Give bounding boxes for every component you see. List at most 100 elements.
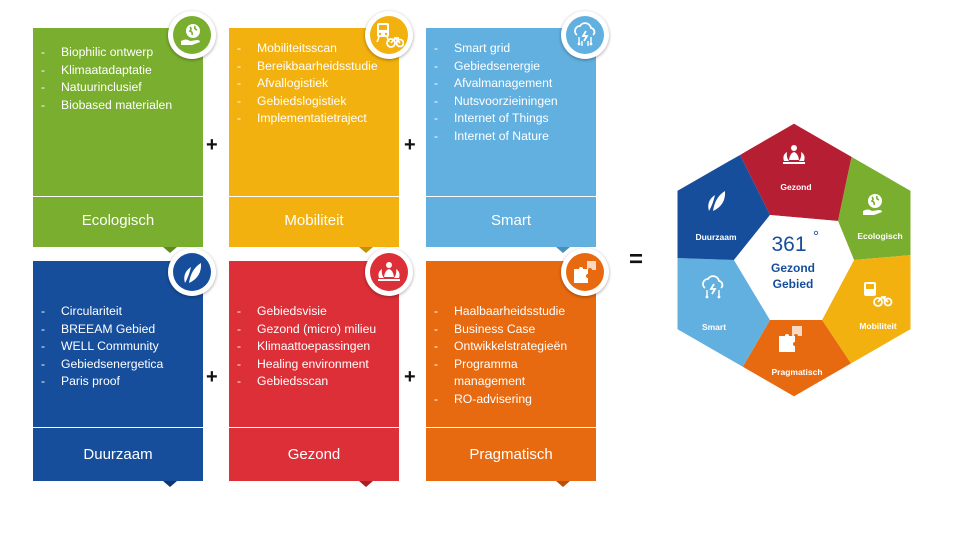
pointer-arrow [556, 481, 570, 487]
list-item: Afvalmanagement [434, 75, 592, 93]
plus-operator: + [404, 134, 416, 156]
plus-operator: + [206, 366, 218, 388]
divider [33, 196, 203, 197]
globe-hand-icon [863, 194, 882, 215]
list-item: Haalbaarheidsstudie [434, 303, 592, 321]
pragmatisch-badge [561, 248, 609, 296]
card-footer: Duurzaam [33, 428, 203, 481]
list-item: Circulariteit [41, 303, 199, 321]
hex-sector-gezond [740, 122, 852, 221]
ecologisch-badge [168, 11, 216, 59]
item-list: Haalbaarheidsstudie Business Case Ontwik… [434, 303, 592, 408]
cloud-circuit-icon [702, 275, 724, 299]
hex-sector-mobiliteit [822, 255, 912, 365]
card-title: Ecologisch [81, 212, 155, 229]
list-item: Gebiedsenergetica [41, 356, 199, 374]
hex-label-gezond: Gezond [780, 182, 811, 192]
hex-sector-duurzaam [676, 155, 770, 260]
list-item: Nutsvoorzieiningen [434, 93, 592, 111]
list-item: Business Case [434, 321, 592, 339]
list-item: Smart grid [434, 40, 592, 58]
leaf-icon [708, 191, 726, 211]
list-item: Gebiedslogistiek [237, 93, 395, 111]
card-footer: Pragmatisch [426, 428, 596, 481]
plus-operator: + [206, 134, 218, 156]
hexagon-graphic: Gezond Ecologisch Mobiliteit Pragmatisch… [674, 120, 914, 400]
globe-hand-icon [173, 16, 211, 54]
list-item: Gebiedsenergie [434, 58, 592, 76]
item-list: Gebiedsvisie Gezond (micro) milieu Klima… [237, 303, 395, 391]
pointer-arrow [163, 481, 177, 487]
list-item: Mobiliteitsscan [237, 40, 395, 58]
duurzaam-badge [168, 248, 216, 296]
mobiliteit-badge [365, 11, 413, 59]
gezond-badge [365, 248, 413, 296]
hex-label-duurzaam: Duurzaam [695, 232, 737, 242]
card-gezond: Gebiedsvisie Gezond (micro) milieu Klima… [229, 261, 399, 491]
center-line2: Gebied [773, 277, 814, 291]
puzzle-icon [566, 253, 604, 291]
card-ecologisch: Biophilic ontwerp Klimaatadaptatie Natuu… [33, 28, 203, 253]
list-item: Afvallogistiek [237, 75, 395, 93]
card-body: Mobiliteitsscan Bereikbaarheidsstudie Af… [229, 28, 399, 196]
item-list: Mobiliteitsscan Bereikbaarheidsstudie Af… [237, 40, 395, 128]
card-smart: Smart grid Gebiedsenergie Afvalmanagemen… [426, 28, 596, 253]
gezond-gebied-hexagon: Gezond Ecologisch Mobiliteit Pragmatisch… [672, 120, 916, 400]
pointer-arrow [359, 481, 373, 487]
lotus-meditation-icon [370, 253, 408, 291]
card-title: Duurzaam [83, 446, 153, 463]
list-item: Paris proof [41, 373, 199, 391]
card-footer: Gezond [229, 428, 399, 481]
hex-label-smart: Smart [702, 322, 726, 332]
list-item: BREEAM Gebied [41, 321, 199, 339]
divider [426, 427, 596, 428]
pointer-arrow [359, 247, 373, 253]
divider [229, 427, 399, 428]
pointer-arrow [163, 247, 177, 253]
train-bicycle-icon [864, 282, 893, 307]
hex-sector-pragmatisch [742, 320, 852, 398]
card-footer: Smart [426, 197, 596, 247]
divider [229, 196, 399, 197]
list-item: RO-advisering [434, 391, 592, 409]
list-item: Bereikbaarheidsstudie [237, 58, 395, 76]
pointer-arrow [556, 247, 570, 253]
smart-badge [561, 11, 609, 59]
list-item: Klimaattoepassingen [237, 338, 395, 356]
card-pragmatisch: Haalbaarheidsstudie Business Case Ontwik… [426, 261, 596, 491]
cloud-circuit-icon [566, 16, 604, 54]
hex-sector-smart [676, 258, 770, 368]
card-mobiliteit: Mobiliteitsscan Bereikbaarheidsstudie Af… [229, 28, 399, 253]
leaf-icon [173, 253, 211, 291]
plus-operator: + [404, 366, 416, 388]
list-item: Programma management [434, 356, 544, 391]
hex-label-mobiliteit: Mobiliteit [859, 321, 896, 331]
item-list: Smart grid Gebiedsenergie Afvalmanagemen… [434, 40, 592, 145]
train-bicycle-icon [370, 16, 408, 54]
list-item: WELL Community [41, 338, 199, 356]
card-title: Gezond [287, 446, 341, 463]
hex-label-ecologisch: Ecologisch [857, 231, 902, 241]
list-item: Healing environment [237, 356, 395, 374]
hex-label-pragmatisch: Pragmatisch [771, 367, 822, 377]
center-degree: ° [813, 228, 819, 245]
item-list: Circulariteit BREEAM Gebied WELL Communi… [41, 303, 199, 391]
list-item: Natuurinclusief [41, 79, 199, 97]
card-body: Gebiedsvisie Gezond (micro) milieu Klima… [229, 261, 399, 427]
list-item: Internet of Nature [434, 128, 592, 146]
divider [426, 196, 596, 197]
center-number: 361 [771, 233, 806, 256]
puzzle-icon [779, 326, 802, 352]
list-item: Ontwikkelstrategieën [434, 338, 592, 356]
list-item: Klimaatadaptatie [41, 62, 199, 80]
card-duurzaam: Circulariteit BREEAM Gebied WELL Communi… [33, 261, 203, 491]
card-body: Smart grid Gebiedsenergie Afvalmanagemen… [426, 28, 596, 196]
card-footer: Ecologisch [33, 197, 203, 247]
card-title: Mobiliteit [284, 212, 344, 229]
card-body: Biophilic ontwerp Klimaatadaptatie Natuu… [33, 28, 203, 196]
card-title: Pragmatisch [469, 446, 553, 463]
hex-center [734, 215, 854, 320]
list-item: Gebiedsvisie [237, 303, 395, 321]
list-item: Biophilic ontwerp [41, 44, 199, 62]
divider [33, 427, 203, 428]
